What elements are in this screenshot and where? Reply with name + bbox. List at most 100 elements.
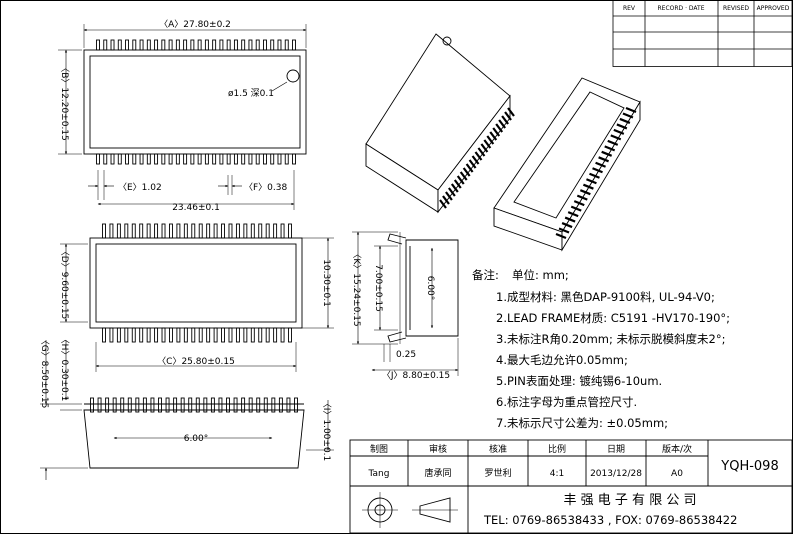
pin bbox=[168, 39, 173, 51]
pin bbox=[226, 153, 231, 165]
revision-table bbox=[612, 0, 793, 67]
dim-g-label: 〈G〉8.50±0.15 bbox=[39, 336, 50, 409]
dim-span-label: 23.46±0.1 bbox=[172, 203, 220, 213]
pin bbox=[589, 172, 600, 179]
pin bbox=[622, 112, 634, 119]
pin bbox=[233, 39, 238, 51]
pin bbox=[102, 327, 106, 343]
pin bbox=[117, 39, 122, 51]
pin bbox=[579, 189, 591, 196]
pin bbox=[97, 397, 102, 413]
pin bbox=[616, 123, 628, 130]
pin bbox=[183, 153, 188, 165]
title-block bbox=[349, 439, 793, 534]
pin bbox=[124, 223, 129, 239]
pin bbox=[233, 153, 238, 165]
pin bbox=[228, 327, 233, 343]
pin bbox=[586, 178, 597, 185]
pin bbox=[284, 39, 289, 51]
pin bbox=[146, 153, 151, 165]
pin bbox=[573, 200, 585, 207]
pin bbox=[212, 153, 217, 165]
pin bbox=[447, 187, 456, 197]
dim-b-label: 〈B〉12.20±0.15 bbox=[59, 63, 70, 141]
pin bbox=[169, 327, 173, 343]
pin bbox=[191, 327, 196, 343]
dim-d-label: 〈D〉9.60±0.15 bbox=[59, 247, 70, 320]
pin bbox=[139, 327, 144, 343]
record-date-header: RECORD · DATE bbox=[658, 5, 705, 12]
pin bbox=[161, 153, 166, 165]
side-view bbox=[352, 231, 459, 376]
pin bbox=[284, 153, 289, 165]
pin bbox=[105, 397, 110, 413]
pin bbox=[190, 39, 195, 51]
company-contact: TEL: 0769-86538433 , FOX: 0769-86538422 bbox=[483, 513, 737, 527]
pin bbox=[183, 327, 188, 343]
pin bbox=[139, 223, 144, 239]
dim-h-label: 〈H〉0.30±0.1 bbox=[59, 335, 70, 402]
pin bbox=[109, 327, 114, 343]
pin bbox=[477, 147, 486, 157]
pin bbox=[462, 167, 471, 177]
pin bbox=[213, 327, 218, 343]
pin bbox=[102, 223, 106, 239]
note-7: 7.未标示尺寸公差为: ±0.05mm; bbox=[496, 416, 668, 430]
pin bbox=[270, 153, 275, 165]
pin bbox=[131, 223, 136, 239]
pin bbox=[146, 39, 151, 51]
approved-header: APPROVED bbox=[757, 5, 790, 12]
pin bbox=[139, 39, 144, 51]
tb-value-drawn: Tang bbox=[368, 469, 390, 479]
pin bbox=[468, 159, 477, 169]
pin bbox=[150, 397, 155, 413]
pin bbox=[241, 153, 246, 165]
pin bbox=[132, 153, 137, 165]
pin bbox=[146, 327, 151, 343]
pin bbox=[278, 397, 283, 413]
pin bbox=[180, 397, 185, 413]
front-angle-label: 6.00° bbox=[184, 434, 209, 444]
pin bbox=[243, 223, 248, 239]
pin bbox=[116, 327, 121, 343]
pin bbox=[235, 327, 240, 343]
pin bbox=[280, 327, 285, 343]
top-view bbox=[58, 24, 307, 210]
pin bbox=[154, 153, 159, 165]
pin bbox=[221, 223, 225, 239]
pin bbox=[483, 139, 492, 149]
pin bbox=[103, 39, 108, 51]
pin bbox=[183, 39, 188, 51]
pin bbox=[226, 39, 231, 51]
pin bbox=[601, 150, 613, 157]
pin bbox=[103, 153, 108, 165]
pin bbox=[567, 211, 579, 218]
pin bbox=[204, 153, 209, 165]
company-name: 丰 强 电 子 有 限 公 司 bbox=[564, 493, 697, 508]
pin bbox=[228, 223, 233, 239]
pin bbox=[271, 397, 276, 413]
pin bbox=[169, 223, 173, 239]
pin bbox=[273, 327, 278, 343]
pin bbox=[198, 327, 203, 343]
tb-label-version: 版本/次 bbox=[662, 443, 692, 455]
pin bbox=[139, 153, 144, 165]
note-1: 1.成型材料: 黑色DAP-9100料, UL-94-V0; bbox=[496, 290, 715, 304]
pin bbox=[255, 39, 260, 51]
pin bbox=[96, 39, 100, 51]
pin bbox=[610, 134, 622, 141]
side-angle-label: 6.00° bbox=[425, 276, 435, 301]
note-6: 6.标注字母为重点管控尺寸. bbox=[496, 395, 637, 409]
pin bbox=[480, 143, 489, 153]
pin bbox=[248, 397, 253, 413]
dim-a-label: 〈A〉27.80±0.2 bbox=[159, 19, 231, 30]
pin bbox=[213, 223, 218, 239]
pin bbox=[243, 327, 248, 343]
pin bbox=[183, 223, 188, 239]
pin bbox=[190, 153, 195, 165]
pin bbox=[471, 155, 480, 165]
pin bbox=[219, 39, 224, 51]
tb-value-approve: 罗世利 bbox=[484, 467, 511, 479]
pin bbox=[176, 327, 181, 343]
